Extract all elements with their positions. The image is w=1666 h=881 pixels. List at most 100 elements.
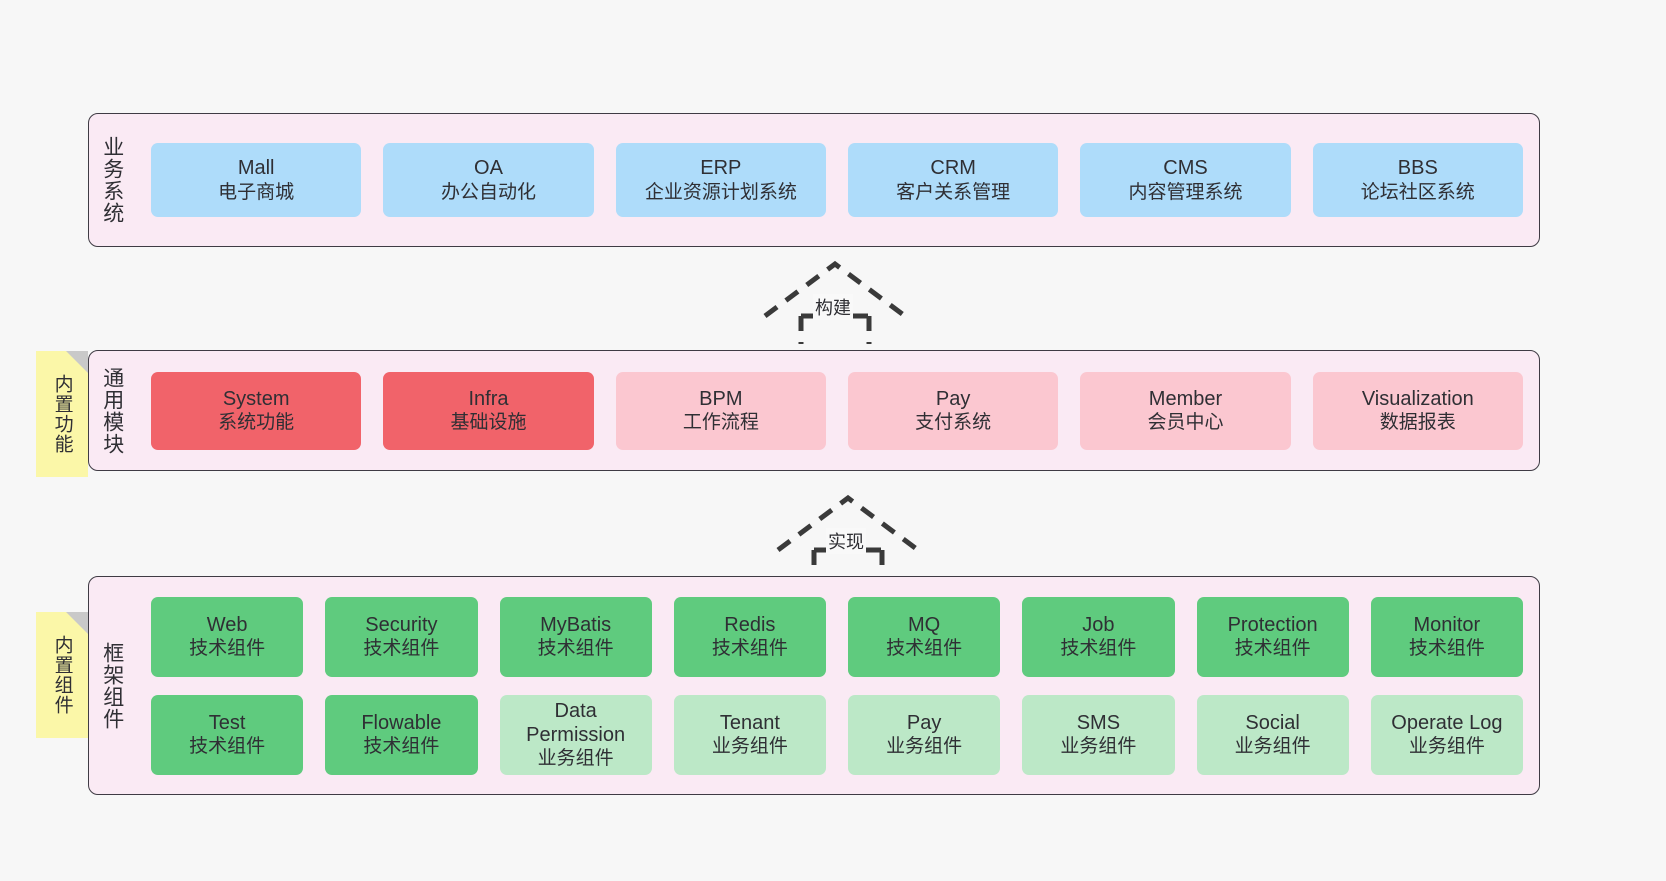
card-title: Redis bbox=[724, 613, 776, 636]
card-title: Infra bbox=[468, 387, 509, 410]
card-web[interactable]: Web 技术组件 bbox=[151, 596, 304, 677]
card-subtitle: 工作流程 bbox=[682, 412, 759, 434]
card-row: System 系统功能 Infra 基础设施 BPM 工作流程 Pay 支付系统… bbox=[135, 371, 1539, 450]
card-subtitle: 业务组件 bbox=[1234, 736, 1311, 758]
layer-business-cards: Mall 电子商城 OA 办公自动化 ERP 企业资源计划系统 CRM 客户关系… bbox=[135, 114, 1539, 246]
card-subtitle: 业务组件 bbox=[1408, 736, 1485, 758]
card-bbs[interactable]: BBS 论坛社区系统 bbox=[1312, 143, 1523, 217]
card-pay-module[interactable]: Pay 支付系统 bbox=[847, 371, 1059, 450]
card-subtitle: 业务组件 bbox=[886, 736, 963, 758]
card-subtitle: 数据报表 bbox=[1379, 412, 1456, 434]
card-title: SMS bbox=[1076, 711, 1121, 734]
layer-common-cards: System 系统功能 Infra 基础设施 BPM 工作流程 Pay 支付系统… bbox=[135, 351, 1539, 470]
card-system[interactable]: System 系统功能 bbox=[151, 371, 362, 450]
card-title: Tenant bbox=[719, 711, 780, 734]
card-oa[interactable]: OA 办公自动化 bbox=[383, 143, 594, 217]
layer-framework-cards: Web 技术组件 Security 技术组件 MyBatis 技术组件 Redi… bbox=[135, 577, 1539, 794]
card-subtitle: 支付系统 bbox=[915, 412, 992, 434]
card-operate-log[interactable]: Operate Log 业务组件 bbox=[1370, 694, 1523, 775]
card-subtitle: 技术组件 bbox=[1234, 638, 1311, 660]
card-subtitle: 技术组件 bbox=[363, 736, 440, 758]
card-title: Social bbox=[1245, 711, 1300, 734]
card-social[interactable]: Social 业务组件 bbox=[1196, 694, 1349, 775]
card-subtitle: 业务组件 bbox=[537, 748, 614, 770]
card-subtitle: 客户关系管理 bbox=[896, 181, 1011, 203]
card-title: BPM bbox=[699, 387, 743, 410]
card-protection[interactable]: Protection 技术组件 bbox=[1196, 596, 1349, 677]
sticky-note-label: 内置组件 bbox=[51, 635, 73, 715]
connector-implement-label: 实现 bbox=[826, 528, 866, 554]
layer-business-systems: 业务系统 Mall 电子商城 OA 办公自动化 ERP 企业资源计划系统 CRM… bbox=[88, 113, 1540, 247]
card-redis[interactable]: Redis 技术组件 bbox=[673, 596, 826, 677]
card-title: Security bbox=[365, 613, 438, 636]
layer-framework-components: 框架组件 Web 技术组件 Security 技术组件 MyBatis 技术组件… bbox=[88, 576, 1540, 795]
card-subtitle: 业务组件 bbox=[711, 736, 788, 758]
card-subtitle: 电子商城 bbox=[218, 181, 295, 203]
card-title: Visualization bbox=[1361, 387, 1474, 410]
card-crm[interactable]: CRM 客户关系管理 bbox=[847, 143, 1059, 217]
layer-title-common: 通用模块 bbox=[100, 366, 124, 455]
card-subtitle: 内容管理系统 bbox=[1128, 181, 1243, 203]
card-pay-component[interactable]: Pay 业务组件 bbox=[848, 694, 1001, 775]
card-row: Test 技术组件 Flowable 技术组件 Data Permission … bbox=[135, 694, 1539, 775]
card-visualization[interactable]: Visualization 数据报表 bbox=[1312, 371, 1523, 450]
layer-title-framework: 框架组件 bbox=[100, 641, 124, 730]
card-row: Web 技术组件 Security 技术组件 MyBatis 技术组件 Redi… bbox=[135, 596, 1539, 677]
card-title: Mall bbox=[237, 157, 275, 180]
card-subtitle: 技术组件 bbox=[886, 638, 963, 660]
card-job[interactable]: Job 技术组件 bbox=[1022, 596, 1175, 677]
card-subtitle: 技术组件 bbox=[363, 638, 440, 660]
card-tenant[interactable]: Tenant 业务组件 bbox=[673, 694, 826, 775]
card-title: MQ bbox=[908, 613, 941, 636]
card-mq[interactable]: MQ 技术组件 bbox=[848, 596, 1001, 677]
card-subtitle: 办公自动化 bbox=[440, 181, 536, 203]
card-mall[interactable]: Mall 电子商城 bbox=[151, 143, 362, 217]
connector-build: 构建 bbox=[755, 258, 915, 344]
card-subtitle: 企业资源计划系统 bbox=[644, 181, 797, 203]
card-title: CRM bbox=[930, 157, 976, 180]
card-title: ERP bbox=[700, 157, 742, 180]
card-subtitle: 基础设施 bbox=[450, 412, 527, 434]
card-erp[interactable]: ERP 企业资源计划系统 bbox=[615, 143, 826, 217]
card-subtitle: 技术组件 bbox=[711, 638, 788, 660]
card-subtitle: 技术组件 bbox=[537, 638, 614, 660]
card-row: Mall 电子商城 OA 办公自动化 ERP 企业资源计划系统 CRM 客户关系… bbox=[135, 143, 1539, 217]
card-member[interactable]: Member 会员中心 bbox=[1080, 371, 1291, 450]
card-title: Pay bbox=[906, 711, 942, 734]
card-cms[interactable]: CMS 内容管理系统 bbox=[1080, 143, 1291, 217]
card-subtitle: 会员中心 bbox=[1147, 412, 1224, 434]
connector-implement: 实现 bbox=[768, 492, 928, 578]
card-data-permission[interactable]: Data Permission 业务组件 bbox=[499, 694, 652, 775]
card-title: Job bbox=[1082, 613, 1115, 636]
card-subtitle: 论坛社区系统 bbox=[1360, 181, 1475, 203]
card-title: System bbox=[222, 387, 290, 410]
layer-title-business: 业务系统 bbox=[100, 136, 124, 224]
card-subtitle: 技术组件 bbox=[189, 736, 266, 758]
card-subtitle: 技术组件 bbox=[1060, 638, 1137, 660]
card-title: Data Permission bbox=[526, 699, 626, 746]
card-subtitle: 技术组件 bbox=[189, 638, 266, 660]
card-security[interactable]: Security 技术组件 bbox=[325, 596, 478, 677]
card-test[interactable]: Test 技术组件 bbox=[151, 694, 304, 775]
card-mybatis[interactable]: MyBatis 技术组件 bbox=[499, 596, 652, 677]
layer-common-modules: 通用模块 System 系统功能 Infra 基础设施 BPM 工作流程 Pay… bbox=[88, 350, 1540, 471]
card-title: Pay bbox=[935, 387, 971, 410]
card-title: Web bbox=[206, 613, 248, 636]
card-monitor[interactable]: Monitor 技术组件 bbox=[1370, 596, 1523, 677]
card-bpm[interactable]: BPM 工作流程 bbox=[615, 371, 826, 450]
card-sms[interactable]: SMS 业务组件 bbox=[1022, 694, 1175, 775]
card-flowable[interactable]: Flowable 技术组件 bbox=[325, 694, 478, 775]
card-title: Operate Log bbox=[1391, 711, 1503, 734]
card-title: BBS bbox=[1397, 157, 1438, 180]
card-title: Member bbox=[1148, 387, 1223, 410]
card-title: OA bbox=[474, 157, 503, 180]
sticky-note-label: 内置功能 bbox=[51, 374, 73, 454]
connector-build-label: 构建 bbox=[813, 294, 853, 320]
card-title: Protection bbox=[1227, 613, 1318, 636]
sticky-note-builtin-functions: 内置功能 bbox=[36, 351, 88, 477]
card-title: Test bbox=[208, 711, 246, 734]
card-subtitle: 业务组件 bbox=[1060, 736, 1137, 758]
card-infra[interactable]: Infra 基础设施 bbox=[383, 371, 594, 450]
card-title: Monitor bbox=[1413, 613, 1481, 636]
